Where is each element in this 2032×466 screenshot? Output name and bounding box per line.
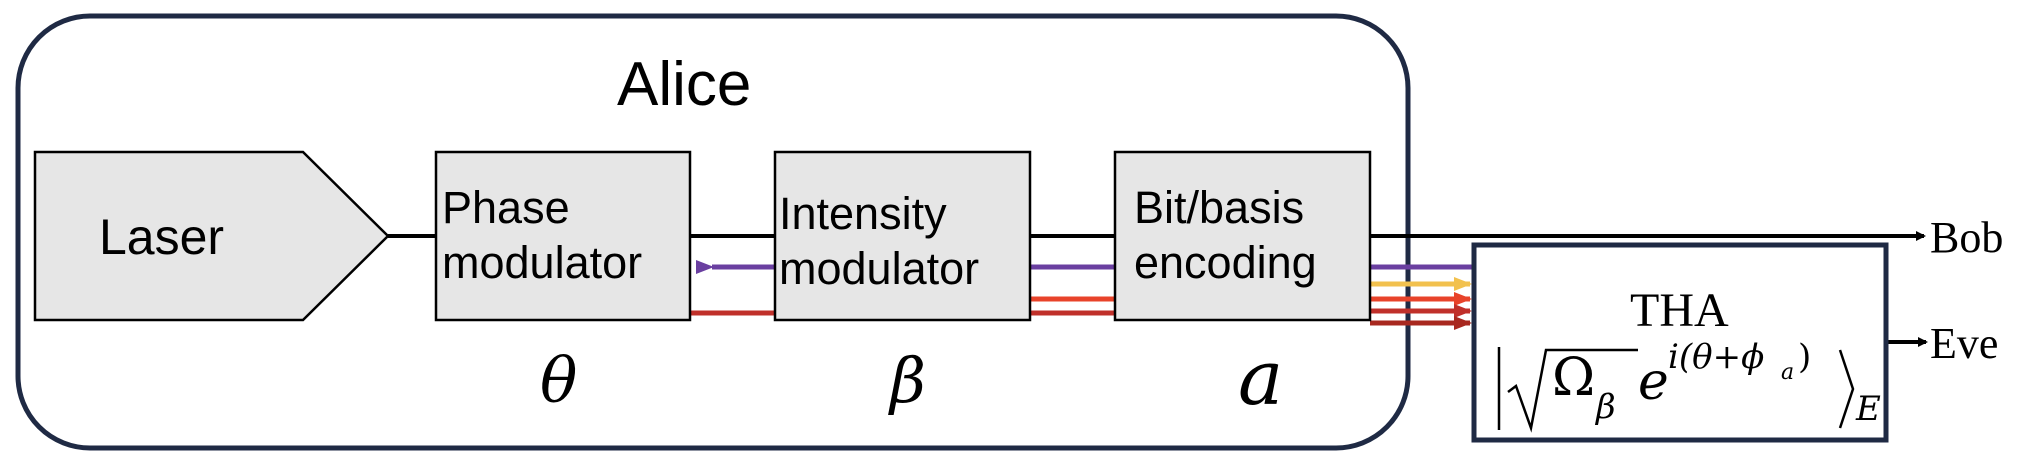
phase-modulator-block (434, 150, 692, 322)
tha-state-omega: Ω (1552, 348, 1596, 408)
phase-modulator-line-1: Phase (442, 182, 570, 234)
tha-label: THA (1630, 284, 1729, 337)
alice-enclosure (15, 13, 1411, 451)
phase-modulator-line-2: modulator (442, 237, 643, 288)
intensity-modulator-label: Intensity modulator (779, 158, 1030, 326)
laser-block (33, 150, 390, 322)
tha-state-omega-subscript: β (1596, 387, 1616, 427)
bit-basis-encoding-label: Bit/basis encoding (1134, 152, 1370, 320)
bit-parameter-a: a (1238, 333, 1284, 422)
tha-block (1471, 242, 1889, 443)
bit-basis-encoding-block (1113, 150, 1372, 322)
bit-basis-line-2: encoding (1134, 237, 1317, 288)
laser-label: Laser (99, 209, 225, 265)
intensity-parameter-beta: β (890, 344, 926, 417)
eve-output-label: Eve (1930, 319, 1999, 368)
sqrt-sign (1507, 348, 1638, 433)
phase-modulator-label: Phase modulator (442, 152, 692, 320)
intensity-modulator-line-1: Intensity (779, 188, 947, 240)
phase-parameter-theta: θ (540, 344, 578, 417)
intensity-modulator-block (773, 150, 1032, 322)
intensity-modulator-line-2: modulator (779, 243, 980, 294)
tha-state-ket-subscript: E (1856, 389, 1881, 429)
tha-state-exponent-close: ) (1798, 337, 1812, 377)
bit-basis-line-1: Bit/basis (1134, 182, 1305, 234)
tha-state-exponential-base: e (1638, 352, 1669, 412)
tha-state-exponent-subscript: a (1781, 360, 1795, 385)
tha-state-exponent: i(θ+ϕ (1668, 337, 1765, 377)
alice-label: Alice (617, 50, 752, 119)
bob-output-label: Bob (1930, 213, 2004, 262)
ket-right-angle (1838, 349, 1855, 429)
